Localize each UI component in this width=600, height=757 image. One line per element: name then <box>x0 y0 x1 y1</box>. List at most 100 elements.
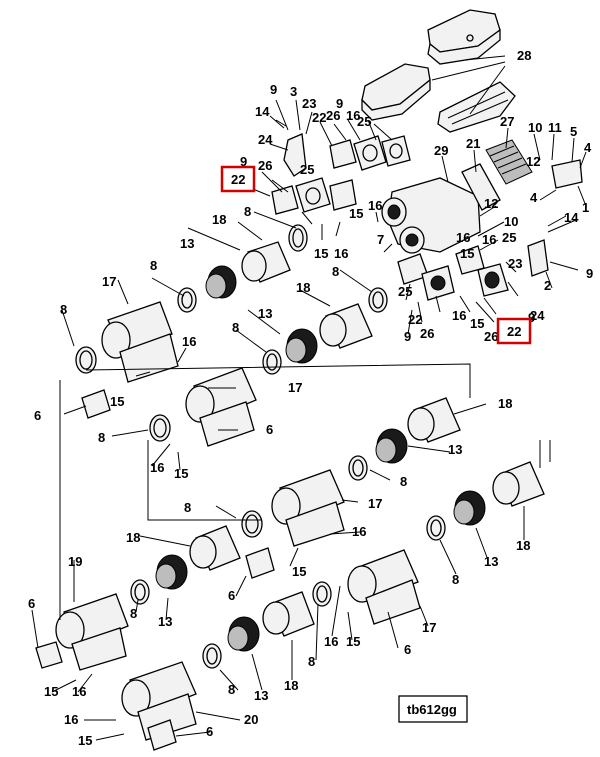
flange-set-upper <box>329 135 411 171</box>
callout-16: 16 <box>334 246 348 261</box>
figure-id: tb612gg <box>407 702 457 717</box>
callout-16: 16 <box>482 232 496 247</box>
callout-8: 8 <box>332 264 339 279</box>
manifold-17-b <box>185 367 257 447</box>
insulation-sleeve-18-a <box>241 241 291 283</box>
callout-18: 18 <box>296 280 310 295</box>
callout-26: 26 <box>258 158 272 173</box>
callout-6: 6 <box>228 588 235 603</box>
callout-12: 12 <box>484 196 498 211</box>
callout-24: 24 <box>258 132 273 147</box>
callout-26: 26 <box>326 108 340 123</box>
callout-8: 8 <box>244 204 251 219</box>
callout-18: 18 <box>126 530 140 545</box>
clamp-8-c <box>368 287 388 313</box>
callout-8: 8 <box>452 572 459 587</box>
callout-18: 18 <box>212 212 226 227</box>
callout-13: 13 <box>258 306 272 321</box>
callout-1: 1 <box>582 200 589 215</box>
callout-6: 6 <box>206 724 213 739</box>
callout-17: 17 <box>288 380 302 395</box>
callout-9: 9 <box>336 96 343 111</box>
figure-id-box: tb612gg <box>398 695 468 723</box>
callout-6: 6 <box>266 422 273 437</box>
clamp-upper <box>288 224 308 252</box>
support-bracket-3 <box>283 133 307 177</box>
callout-10: 10 <box>504 214 518 229</box>
callout-labels: 28 9 3 23 14 24 9 22 26 16 25 27 10 11 5… <box>28 48 593 748</box>
callout-8: 8 <box>228 682 235 697</box>
gasket-6-a <box>81 389 111 419</box>
callout-8: 8 <box>232 320 239 335</box>
callout-9: 9 <box>404 329 411 344</box>
callout-15: 15 <box>44 684 58 699</box>
callout-15: 15 <box>349 206 363 221</box>
flange-set-right <box>397 245 509 301</box>
gasket-stack-27 <box>485 139 533 185</box>
callout-22: 22 <box>408 312 422 327</box>
bellows-13-b <box>285 328 318 364</box>
callout-6: 6 <box>34 408 41 423</box>
manifold-17-d <box>347 549 421 625</box>
bellows-13-f <box>227 616 260 652</box>
manifold-19 <box>55 593 129 671</box>
manifold-17-a <box>101 301 179 383</box>
flange-set-left <box>271 177 357 215</box>
callout-7: 7 <box>377 232 384 247</box>
callout-4: 4 <box>530 190 538 205</box>
callout-8: 8 <box>98 430 105 445</box>
callout-16: 16 <box>352 524 366 539</box>
callout-8: 8 <box>184 500 191 515</box>
bracket-5 <box>551 159 583 189</box>
callout-13: 13 <box>484 554 498 569</box>
clamp-8-i <box>130 579 150 605</box>
bellows-13-e <box>155 554 188 590</box>
insulation-sleeve-18-e <box>189 525 241 571</box>
callout-15: 15 <box>460 246 474 261</box>
bellows-13-c <box>375 428 408 464</box>
clamp-8-d <box>262 349 282 375</box>
clamp-8-g <box>241 510 263 538</box>
callout-19: 19 <box>68 554 82 569</box>
callout-15: 15 <box>346 634 360 649</box>
callout-20: 20 <box>244 712 258 727</box>
gasket-6-c <box>245 547 275 579</box>
callout-6: 6 <box>404 642 411 657</box>
callout-13: 13 <box>448 442 462 457</box>
callout-21: 21 <box>466 136 480 151</box>
callout-16: 16 <box>324 634 338 649</box>
clamp-8-k <box>202 643 222 669</box>
callout-8: 8 <box>400 474 407 489</box>
callout-26: 26 <box>484 329 498 344</box>
callout-25: 25 <box>502 230 516 245</box>
callout-28: 28 <box>517 48 531 63</box>
callout-22: 22 <box>312 110 326 125</box>
callout-18: 18 <box>284 678 298 693</box>
callout-8: 8 <box>150 258 157 273</box>
callout-9: 9 <box>586 266 593 281</box>
callout-9: 9 <box>270 82 277 97</box>
callout-25: 25 <box>398 284 412 299</box>
callout-15: 15 <box>470 316 484 331</box>
callout-9: 9 <box>240 154 247 169</box>
clamp-8-h <box>426 515 446 541</box>
clamp-8-f <box>348 455 368 481</box>
manifold-17-c <box>271 469 345 547</box>
callout-17: 17 <box>102 274 116 289</box>
insulation-sleeve-18-f <box>262 591 315 637</box>
clamp-8-a <box>177 287 197 313</box>
callout-25: 25 <box>357 114 371 129</box>
bellows-13-d <box>453 490 486 526</box>
callout-16: 16 <box>64 712 78 727</box>
highlighted-callout-22-left: 22 <box>220 165 256 193</box>
callout-4: 4 <box>584 140 592 155</box>
callout-8: 8 <box>130 606 137 621</box>
clamp-8-b <box>75 346 97 374</box>
callout-13: 13 <box>180 236 194 251</box>
callout-15: 15 <box>110 394 124 409</box>
callout-3: 3 <box>290 84 297 99</box>
group-outline-lines <box>59 363 551 620</box>
callout-9: 9 <box>528 310 535 325</box>
support-bracket-2 <box>527 239 549 277</box>
callout-16: 16 <box>456 230 470 245</box>
